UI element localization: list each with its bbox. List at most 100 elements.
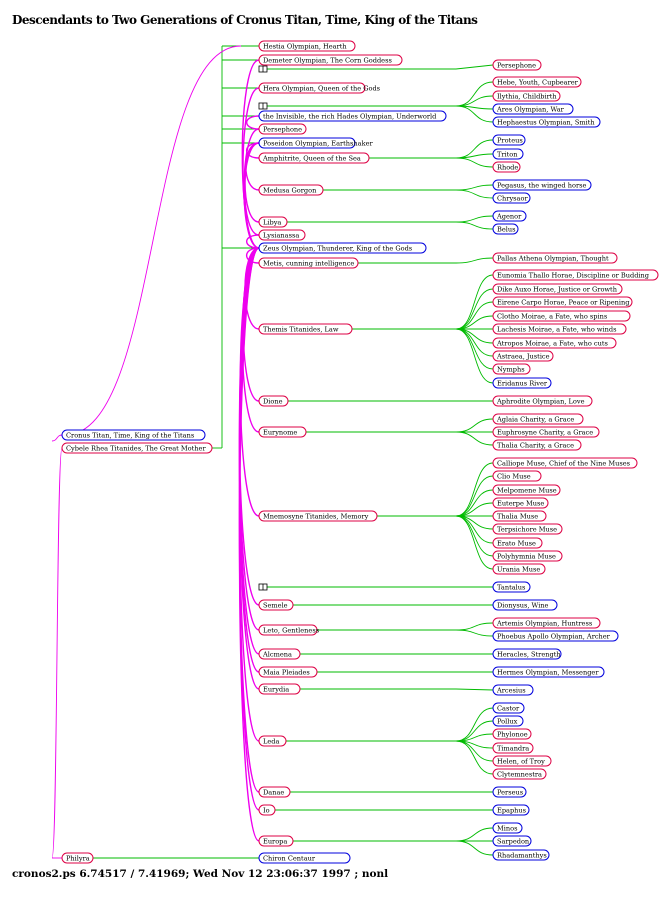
person-lachesis[interactable]: Lachesis Moirae, a Fate, who winds	[492, 323, 627, 335]
person-semele[interactable]: Semele	[258, 599, 294, 611]
person-maia[interactable]: Maia Pleiades	[258, 666, 318, 678]
person-arcesius[interactable]: Arcesius	[492, 684, 534, 696]
person-artemis[interactable]: Artemis Olympian, Huntress	[492, 617, 601, 629]
child-link-thalia	[455, 431, 494, 446]
person-rhadamanthys[interactable]: Rhadamanthys	[492, 849, 550, 861]
person-box-outline	[258, 257, 359, 269]
person-eridanus[interactable]: Eridanus River	[492, 377, 552, 389]
person-perseus[interactable]: Perseus	[492, 786, 527, 798]
person-dike[interactable]: Dike Auxo Horae, Justice or Growth	[492, 283, 623, 295]
person-nymphs[interactable]: Nymphs	[492, 363, 531, 375]
person-melpomene[interactable]: Melpomene Muse	[492, 484, 561, 496]
person-helen[interactable]: Helen, of Troy	[492, 755, 552, 767]
person-clotho[interactable]: Clotho Moirae, a Fate, who spins	[492, 310, 631, 322]
person-label: Dione	[263, 397, 283, 405]
person-aphrodite[interactable]: Aphrodite Olympian, Love	[492, 395, 593, 407]
person-belus[interactable]: Belus	[492, 223, 519, 235]
person-europa[interactable]: Europa	[258, 835, 294, 847]
child-link-ilythia	[455, 95, 494, 107]
person-astraea[interactable]: Astraea, Justice	[492, 350, 554, 362]
person-amphitrite[interactable]: Amphitrite, Queen of the Sea	[258, 152, 370, 164]
person-boxes: Cronus Titan, Time, King of the TitansCy…	[61, 40, 659, 864]
person-metis[interactable]: Metis, cunning intelligence	[258, 257, 359, 269]
person-cronus[interactable]: Cronus Titan, Time, King of the Titans	[61, 429, 206, 441]
person-triton[interactable]: Triton	[492, 148, 524, 160]
person-ilythia[interactable]: Ilythia, Childbirth	[492, 90, 561, 102]
person-themis[interactable]: Themis Titanides, Law	[258, 323, 353, 335]
person-lysianassa[interactable]: Lysianassa	[258, 229, 306, 241]
person-chiron[interactable]: Chiron Centaur	[258, 852, 351, 864]
person-zeus[interactable]: Zeus Olympian, Thunderer, King of the Go…	[258, 242, 427, 254]
person-sarpedon[interactable]: Sarpedon	[492, 835, 532, 847]
person-epaphus[interactable]: Epaphus	[492, 804, 530, 816]
person-clio[interactable]: Clio Muse	[492, 470, 542, 482]
person-cybele[interactable]: Cybele Rhea Titanides, The Great Mother	[61, 442, 213, 454]
person-chrysaor[interactable]: Chrysaor	[492, 192, 531, 204]
person-phylonoe[interactable]: Phylonoe	[492, 728, 532, 740]
person-aglaia[interactable]: Aglaia Charity, a Grace	[492, 413, 584, 425]
person-persephone-g[interactable]: Persephone	[492, 59, 542, 71]
person-hera[interactable]: Hera Olympian, Queen of the Gods	[258, 82, 381, 94]
person-box-outline	[492, 702, 525, 714]
person-ares[interactable]: Ares Olympian, War	[492, 103, 574, 115]
person-label: Triton	[497, 150, 518, 158]
person-eirene[interactable]: Eirene Carpo Horae, Peace or Ripening	[492, 296, 633, 308]
person-thalia[interactable]: Thalia Charity, a Grace	[492, 439, 582, 451]
person-leda[interactable]: Leda	[258, 735, 287, 747]
person-hestia[interactable]: Hestia Olympian, Hearth	[258, 40, 356, 52]
person-minos[interactable]: Minos	[492, 822, 523, 834]
person-calliope[interactable]: Calliope Muse, Chief of the Nine Muses	[492, 457, 638, 469]
person-agenor[interactable]: Agenor	[492, 210, 527, 222]
person-poseidon[interactable]: Poseidon Olympian, Earthshaker	[258, 137, 374, 149]
person-leto[interactable]: Leto, Gentleness	[258, 624, 320, 636]
person-castor[interactable]: Castor	[492, 702, 525, 714]
person-clytemnestra[interactable]: Clytemnestra	[492, 768, 547, 780]
person-eurynome[interactable]: Eurynome	[258, 426, 307, 438]
person-eurydia[interactable]: Eurydia	[258, 683, 301, 695]
person-box-outline	[492, 90, 561, 102]
person-alcmena[interactable]: Alcmena	[258, 648, 301, 660]
person-danae[interactable]: Danae	[258, 786, 291, 798]
union-arc-root	[51, 434, 63, 442]
person-libya[interactable]: Libya	[258, 216, 288, 228]
person-hephaestus[interactable]: Hephaestus Olympian, Smith	[492, 116, 601, 128]
person-eunomia[interactable]: Eunomia Thallo Horae, Discipline or Budd…	[492, 269, 659, 281]
person-persephone-w[interactable]: Persephone	[258, 123, 307, 135]
person-thalia-m[interactable]: Thalia Muse	[492, 510, 547, 522]
person-box-outline	[492, 457, 638, 469]
person-euphrosyne[interactable]: Euphrosyne Charity, a Grace	[492, 426, 600, 438]
person-urania[interactable]: Urania Muse	[492, 563, 546, 575]
person-atropos[interactable]: Atropos Moirae, a Fate, who cuts	[492, 337, 617, 349]
person-terpsichore[interactable]: Terpsichore Muse	[492, 523, 563, 535]
child-link-clio	[455, 475, 494, 517]
person-pollux[interactable]: Pollux	[492, 715, 524, 727]
person-heracles[interactable]: Heracles, Strength	[492, 648, 562, 660]
person-dione[interactable]: Dione	[258, 395, 289, 407]
person-apollo[interactable]: Phoebus Apollo Olympian, Archer	[492, 630, 619, 642]
person-proteus[interactable]: Proteus	[492, 134, 526, 146]
person-athena[interactable]: Pallas Athena Olympian, Thought	[492, 252, 618, 264]
person-box-outline	[492, 537, 543, 549]
person-polyhymnia[interactable]: Polyhymnia Muse	[492, 550, 563, 562]
person-box-outline	[492, 350, 554, 362]
person-demeter[interactable]: Demeter Olympian, The Corn Goddess	[258, 54, 403, 66]
person-rhode[interactable]: Rhode	[492, 161, 521, 173]
person-hebe[interactable]: Hebe, Youth, Cupbearer	[492, 76, 582, 88]
person-io[interactable]: Io	[258, 804, 276, 816]
child-link-belus	[455, 221, 494, 230]
person-timandra[interactable]: Timandra	[492, 742, 534, 754]
person-tantalus[interactable]: Tantalus	[492, 581, 531, 593]
person-medusa[interactable]: Medusa Gorgon	[258, 184, 324, 196]
person-erato[interactable]: Erato Muse	[492, 537, 543, 549]
person-hermes[interactable]: Hermes Olympian, Messenger	[492, 666, 605, 678]
person-label: Pallas Athena Olympian, Thought	[497, 254, 609, 262]
person-dionysus[interactable]: Dionysus, Wine	[492, 599, 558, 611]
person-mnemosyne[interactable]: Mnemosyne Titanides, Memory	[258, 510, 378, 522]
person-box-outline	[492, 523, 563, 535]
person-label: Rhode	[497, 163, 518, 171]
person-pegasus[interactable]: Pegasus, the winged horse	[492, 179, 592, 191]
person-label: Dike Auxo Horae, Justice or Growth	[497, 285, 618, 293]
person-euterpe[interactable]: Euterpe Muse	[492, 497, 549, 509]
person-philyra[interactable]: Philyra	[61, 852, 94, 864]
person-hades[interactable]: the Invisible, the rich Hades Olympian, …	[258, 110, 447, 122]
